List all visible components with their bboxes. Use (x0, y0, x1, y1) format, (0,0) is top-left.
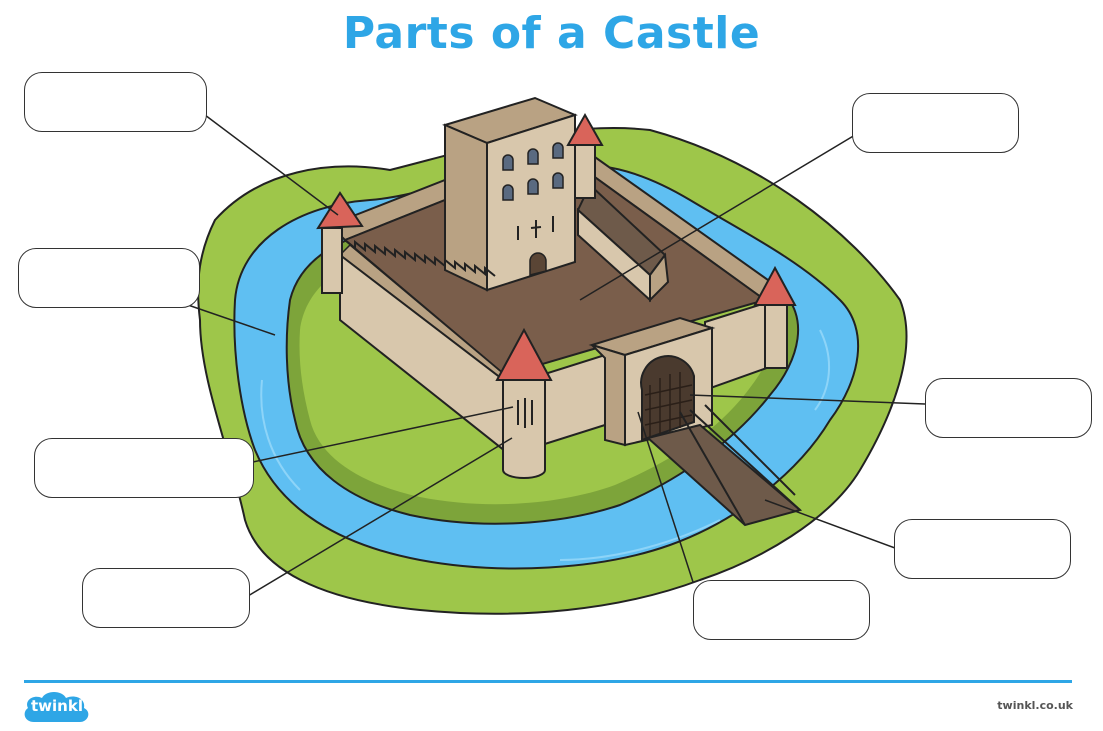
leader-line-drawbridge (764, 499, 896, 549)
tower-right (753, 265, 797, 369)
keep-windows (502, 142, 564, 201)
gate-arch (640, 355, 695, 442)
moat-ripple (814, 329, 831, 411)
leader-line-arrow-slit (252, 406, 514, 463)
tower-back-left (316, 191, 364, 294)
hall-end (649, 252, 670, 303)
battlements-left (344, 239, 496, 277)
twinkl-logo-icon: twinkl (22, 688, 92, 726)
page-title: Parts of a Castle (342, 8, 761, 59)
moat-ripple (260, 379, 301, 491)
leader-line-gatehouse (637, 411, 694, 583)
leader-line-wall (247, 437, 513, 597)
leader-line-courtyard (579, 134, 856, 301)
label-box-gatehouse[interactable] (693, 580, 870, 640)
leader-line-tower (204, 114, 339, 216)
label-box-drawbridge[interactable] (894, 519, 1071, 579)
label-box-courtyard[interactable] (852, 93, 1019, 153)
label-box-portcullis[interactable] (925, 378, 1092, 438)
website-link[interactable]: twinkl.co.uk (997, 699, 1073, 712)
leader-line-moat (187, 304, 276, 336)
label-box-arrow-slit[interactable] (34, 438, 254, 498)
drawbridge-chains (679, 404, 801, 526)
brand-name: twinkl (31, 697, 83, 715)
tower-front (495, 327, 553, 479)
tower-back (566, 112, 604, 199)
label-box-tower[interactable] (24, 72, 207, 132)
portcullis (644, 372, 693, 438)
label-box-wall[interactable] (82, 568, 250, 628)
keep-arrow-slits (517, 216, 554, 240)
keep-door (529, 252, 547, 276)
gatehouse-side (591, 344, 626, 447)
moat-ripple (559, 519, 721, 561)
leader-lines (187, 114, 926, 597)
footer-divider (24, 680, 1072, 683)
label-box-moat[interactable] (18, 248, 200, 308)
leader-line-portcullis (689, 394, 926, 405)
